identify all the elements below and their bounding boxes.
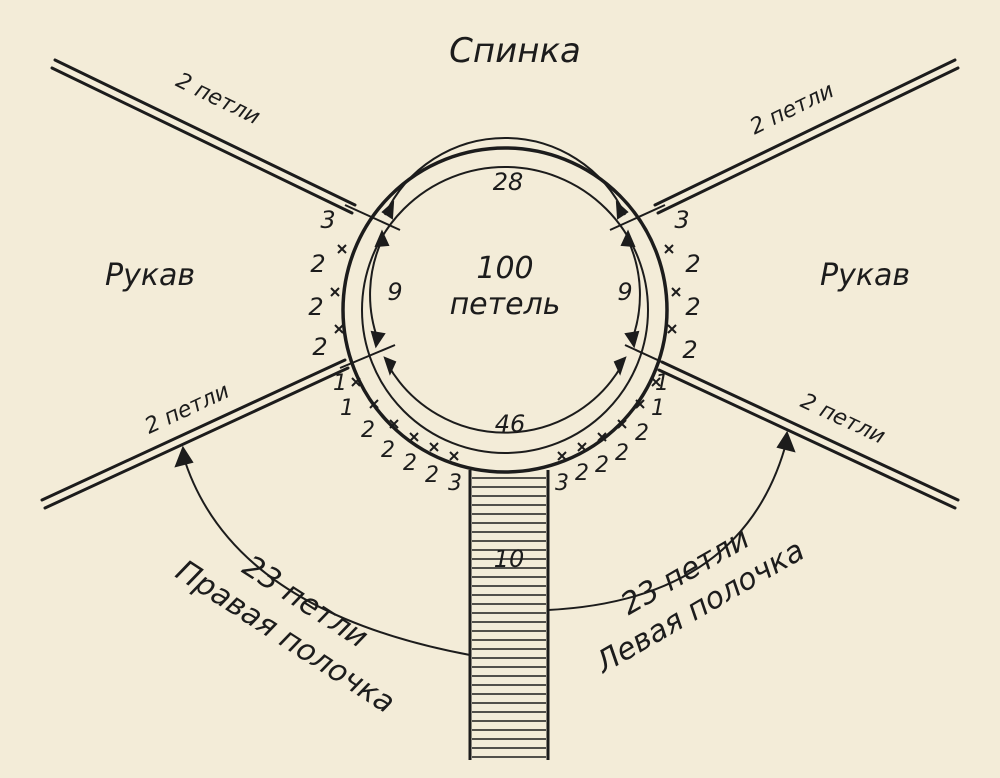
sleeve-right-label: Рукав — [820, 258, 910, 293]
raglan-upper-left-label: 2 петли — [172, 68, 264, 130]
mark-left-front: 2 — [361, 418, 375, 443]
mark-left-sleeve: 3 — [320, 206, 335, 234]
decrease-cross-marks — [330, 244, 681, 461]
raglan-lower-left-label: 2 петли — [141, 379, 233, 440]
center-unit: петель — [450, 287, 561, 322]
inner-arrows — [369, 136, 641, 434]
placket-strip — [468, 470, 550, 760]
mark-right-front: 1 — [655, 371, 669, 396]
seam-ticks — [339, 204, 676, 369]
mark-right-front: 2 — [615, 441, 629, 466]
raglan-upper-right-label: 2 петли — [746, 78, 838, 140]
mark-left-sleeve: 2 — [310, 250, 325, 278]
center-count: 100 — [476, 251, 533, 286]
mark-right-front: 3 — [555, 471, 569, 496]
raglan-lines — [40, 58, 960, 510]
side-right-count: 9 — [617, 278, 632, 306]
mark-right-front: 1 — [651, 396, 665, 421]
mark-left-front: 2 — [403, 451, 417, 476]
mark-left-front: 2 — [425, 463, 439, 488]
front-arcs — [174, 430, 796, 656]
mark-left-front: 1 — [340, 396, 354, 421]
mark-right-front: 2 — [575, 461, 589, 486]
mark-left-front: 3 — [448, 471, 462, 496]
top-arc-count: 28 — [493, 168, 524, 196]
sleeve-left-label: Рукав — [105, 258, 195, 293]
back-label: Спинка — [449, 31, 581, 71]
neck-circle — [341, 146, 669, 474]
mark-right-front: 2 — [635, 421, 649, 446]
mark-right-sleeve: 2 — [685, 293, 700, 321]
mark-right-sleeve: 2 — [682, 336, 697, 364]
mark-right-front: 2 — [595, 453, 609, 478]
side-left-count: 9 — [387, 278, 402, 306]
placket-count: 10 — [494, 545, 525, 573]
bottom-arc-count: 46 — [495, 410, 526, 438]
mark-left-sleeve: 2 — [308, 293, 323, 321]
mark-right-sleeve: 3 — [674, 206, 689, 234]
mark-right-sleeve: 2 — [685, 250, 700, 278]
mark-left-front: 1 — [333, 371, 347, 396]
mark-left-front: 2 — [381, 438, 395, 463]
mark-left-sleeve: 2 — [312, 333, 327, 361]
